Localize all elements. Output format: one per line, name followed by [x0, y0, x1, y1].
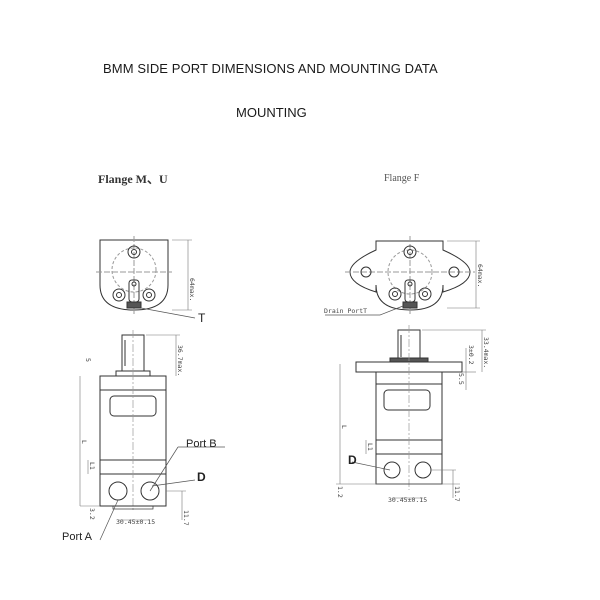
dim-pilot-f: 5.5 — [457, 373, 465, 385]
dim-port-height-mu: 11.7 — [182, 510, 190, 526]
dim-flange-thk-f: 3±0.2 — [467, 345, 475, 365]
dim-l1-mu: L1 — [88, 462, 96, 470]
flange-mu-label: Flange M、U — [98, 172, 168, 186]
dim-shaft-max-f: 33.4max. — [482, 337, 490, 368]
callout-port-b: Port B — [186, 438, 217, 450]
flange-f-top-view — [325, 236, 480, 316]
dim-l-f: L — [340, 425, 348, 429]
dim-port-spacing-mu: 30.45±0.15 — [116, 518, 155, 526]
dim-flange-thk-mu: 5 — [84, 358, 92, 362]
callout-d-f: D — [348, 453, 357, 467]
dim-height-max-f: 64max. — [476, 264, 484, 287]
dim-bottom-mu: 3.2 — [88, 508, 96, 520]
dim-height-max-mu: 64max. — [188, 278, 196, 301]
callout-port-a: Port A — [62, 531, 93, 543]
flange-mu-top-view — [96, 236, 196, 319]
dim-bottom-f: 1.2 — [336, 486, 344, 498]
callout-drain-port-f: Drain PortT — [324, 307, 367, 315]
dim-l-mu: L — [80, 440, 88, 444]
flange-mu-side-view — [79, 330, 225, 541]
callout-t-mu: T — [198, 311, 206, 325]
dim-port-height-f: 11.7 — [453, 486, 461, 502]
flange-f-side-view — [336, 325, 486, 499]
dim-port-spacing-f: 30.45±0.15 — [388, 496, 427, 504]
flange-f-label: Flange F — [384, 173, 420, 184]
dim-shaft-max-mu: 36.7max. — [176, 345, 184, 376]
callout-d-mu: D — [197, 470, 206, 484]
document-title: BMM SIDE PORT DIMENSIONS AND MOUNTING DA… — [103, 61, 438, 76]
section-title: MOUNTING — [236, 105, 307, 120]
dim-l1-f: L1 — [366, 443, 374, 451]
